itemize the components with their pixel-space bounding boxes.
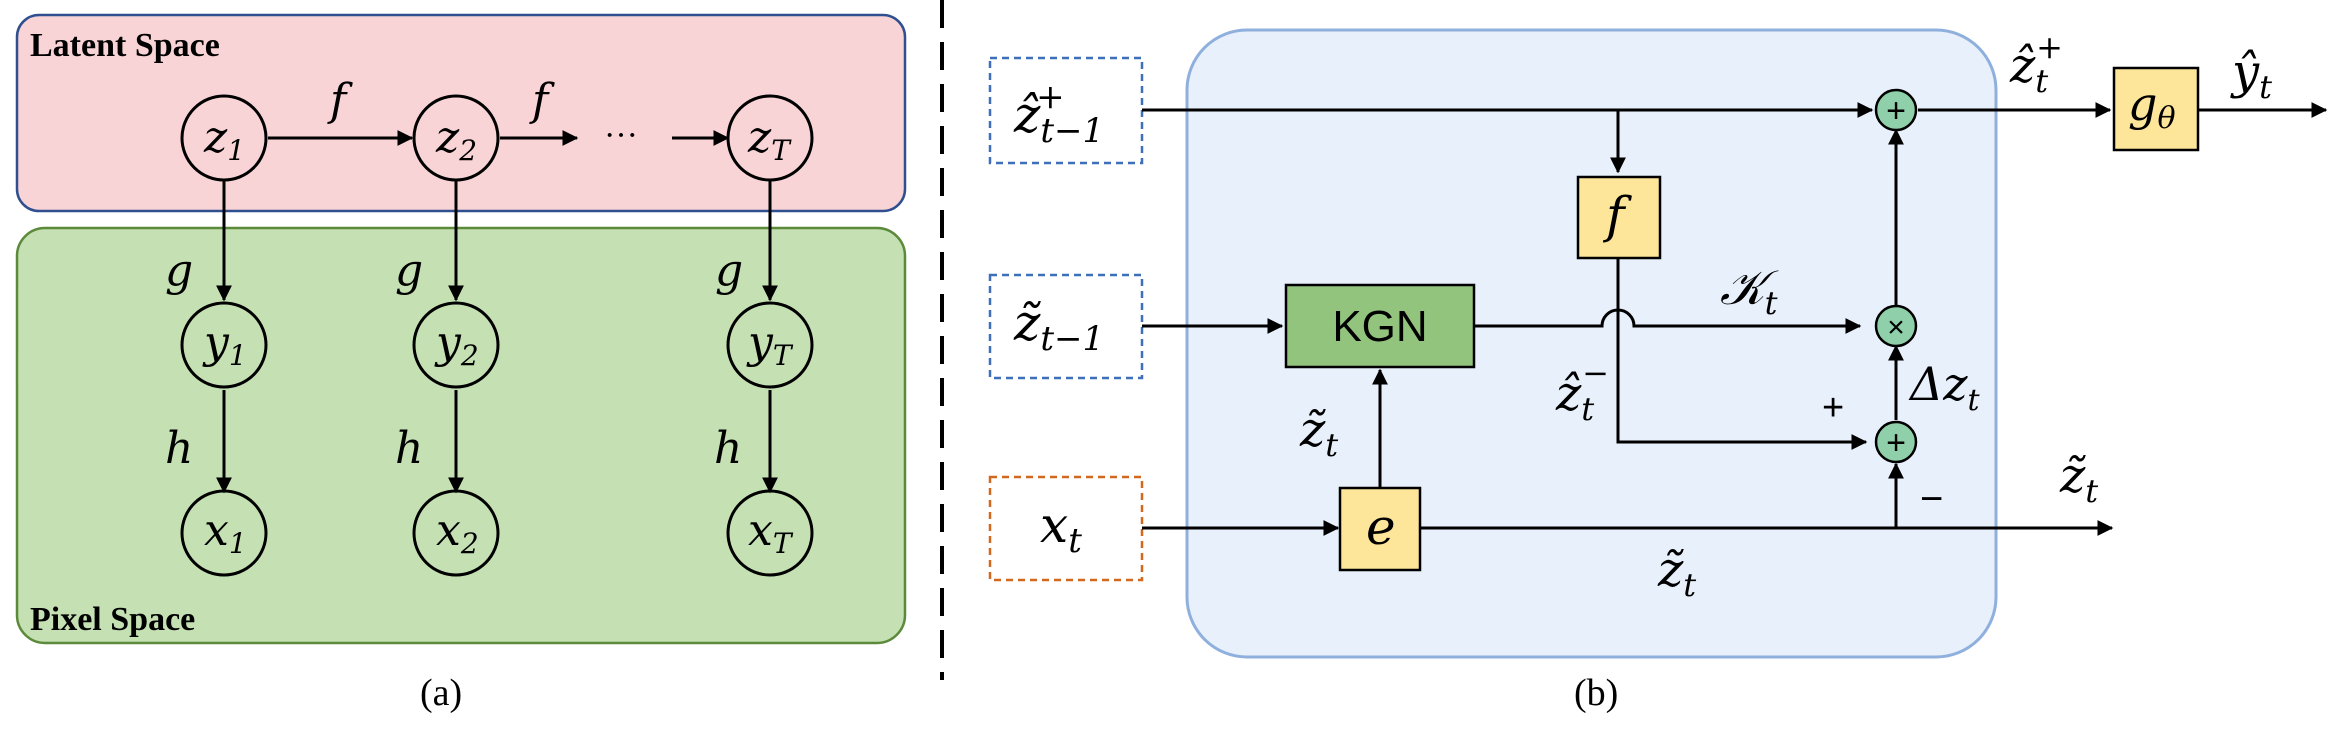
svg-text:y2: y2: [434, 317, 479, 372]
pixel-node-T: xT: [726, 489, 814, 577]
label-z-hat-minus: ẑt−: [1555, 354, 1609, 428]
decoder-label-2: h: [395, 423, 423, 474]
latent-space-label: Latent Space: [30, 27, 220, 64]
label-z-hat-plus: ẑt+: [2009, 28, 2063, 100]
label-z-tilde-bottom: z̃t: [1657, 542, 1696, 604]
label-z-tilde-out: z̃t: [2059, 448, 2098, 510]
svg-text:x1: x1: [204, 505, 247, 560]
panel-b: ẑt−1+ z̃t−1 xt f KGN e gθ +: [988, 28, 2328, 714]
svg-text:y1: y1: [202, 317, 247, 372]
kgn-block-label: KGN: [1332, 302, 1427, 351]
emission-label-1: g: [165, 245, 193, 296]
input-x-label: xt: [1040, 496, 1082, 561]
f-block: [1576, 175, 1662, 260]
emission-label-3: g: [715, 245, 743, 296]
input-box-x: [988, 475, 1144, 582]
latent-node-T: zT: [726, 94, 814, 182]
svg-text:yT: yT: [746, 317, 794, 372]
plus-op-upper: +: [1874, 88, 1918, 132]
e-block-label: e: [1366, 498, 1396, 556]
ellipsis: ···: [604, 117, 638, 154]
g-theta-block: [2112, 66, 2200, 152]
svg-text:×: ×: [1887, 311, 1905, 344]
emission-label-2: g: [395, 245, 423, 296]
times-op: ×: [1874, 304, 1918, 348]
panel-a: Latent Space Pixel Space f f ··· g g g h…: [15, 13, 907, 714]
decoder-label-3: h: [714, 423, 742, 474]
svg-text:z2: z2: [435, 112, 477, 167]
pixel-node-1: x1: [180, 489, 268, 577]
svg-text:xT: xT: [748, 505, 794, 560]
latent-node-2: z2: [412, 94, 500, 182]
decoder-label-1: h: [165, 423, 193, 474]
line-f-to-plus: [1616, 258, 1868, 450]
output-node-1: y1: [180, 301, 268, 389]
label-plus-sign: +: [1822, 387, 1844, 429]
pixel-space-label: Pixel Space: [30, 601, 195, 638]
svg-text:+: +: [1886, 424, 1906, 462]
output-node-2: y2: [412, 301, 500, 389]
input-box-z-tilde-prev: [988, 273, 1144, 380]
caption-b: (b): [1574, 672, 1618, 714]
label-z-tilde-kgn: z̃t: [1299, 402, 1338, 464]
input-z-tilde-prev-label: z̃t−1: [1013, 294, 1104, 359]
input-z-hat-prev-label: ẑt−1+: [1013, 77, 1104, 151]
label-delta-z: Δzt: [1908, 357, 1980, 418]
caption-a: (a): [420, 672, 462, 714]
pixel-space-region: [15, 226, 907, 645]
kgn-block: [1284, 283, 1476, 369]
pixel-node-2: x2: [412, 489, 500, 577]
svg-text:z1: z1: [203, 112, 245, 167]
g-theta-label: gθ: [2128, 77, 2176, 136]
label-minus-sign: −: [1920, 477, 1943, 521]
svg-text:zT: zT: [747, 112, 792, 167]
e-block: [1338, 486, 1422, 572]
svg-text:x2: x2: [436, 505, 479, 560]
plus-op-lower: +: [1874, 420, 1918, 464]
output-node-T: yT: [726, 301, 814, 389]
svg-text:+: +: [1886, 92, 1906, 130]
latent-node-1: z1: [180, 94, 268, 182]
label-y-hat: ŷt: [2230, 44, 2272, 106]
latent-space-region: [15, 13, 907, 213]
